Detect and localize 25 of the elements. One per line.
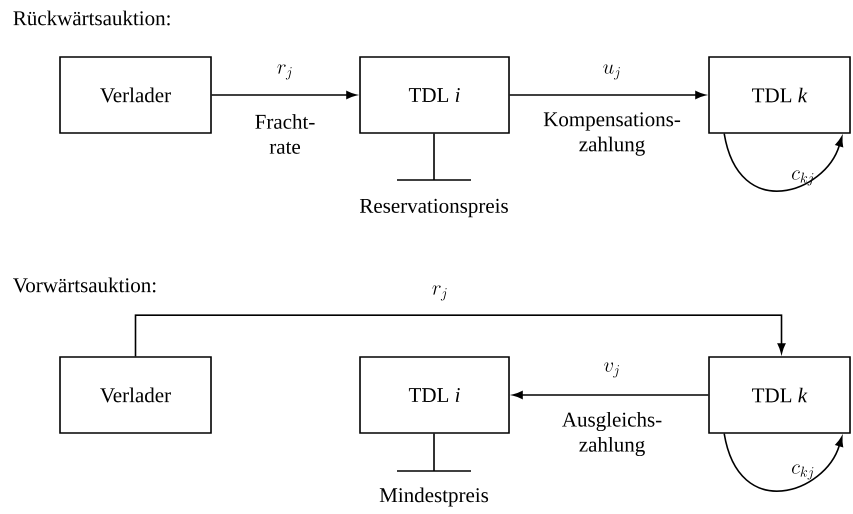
edge-label: $c_{kj}$ [792, 464, 814, 480]
arrow [512, 391, 708, 399]
text-label: Vorwärtsauktion: [13, 278, 156, 292]
process-box: TDL k [708, 56, 851, 134]
edge-label: $u_j$ [603, 64, 620, 80]
price-label: Reservationspreis [360, 198, 508, 218]
edge-label: $r_j$ [277, 64, 292, 80]
edge-label: $r_j$ [432, 285, 447, 301]
arrow [723, 434, 844, 492]
edge-label: $v_j$ [604, 362, 619, 378]
text-label: Kompensations- zahlung [544, 112, 680, 156]
text-label: Ausgleichs- zahlung [562, 412, 662, 456]
arrow [510, 91, 706, 99]
text-label: Fracht- rate [255, 114, 315, 154]
process-box: TDL k [708, 356, 851, 434]
process-box: TDL i [359, 56, 510, 134]
process-box: Verlader [59, 356, 212, 434]
edge-label: $c_{kj}$ [792, 170, 814, 186]
arrow [212, 91, 356, 99]
text-label: Rückwärtsauktion: [13, 10, 170, 26]
arrow [134, 314, 786, 356]
arrow [723, 134, 844, 192]
process-box: Verlader [59, 56, 212, 134]
process-box: TDL i [359, 356, 510, 434]
price-label: Mindestpreis [380, 487, 488, 507]
